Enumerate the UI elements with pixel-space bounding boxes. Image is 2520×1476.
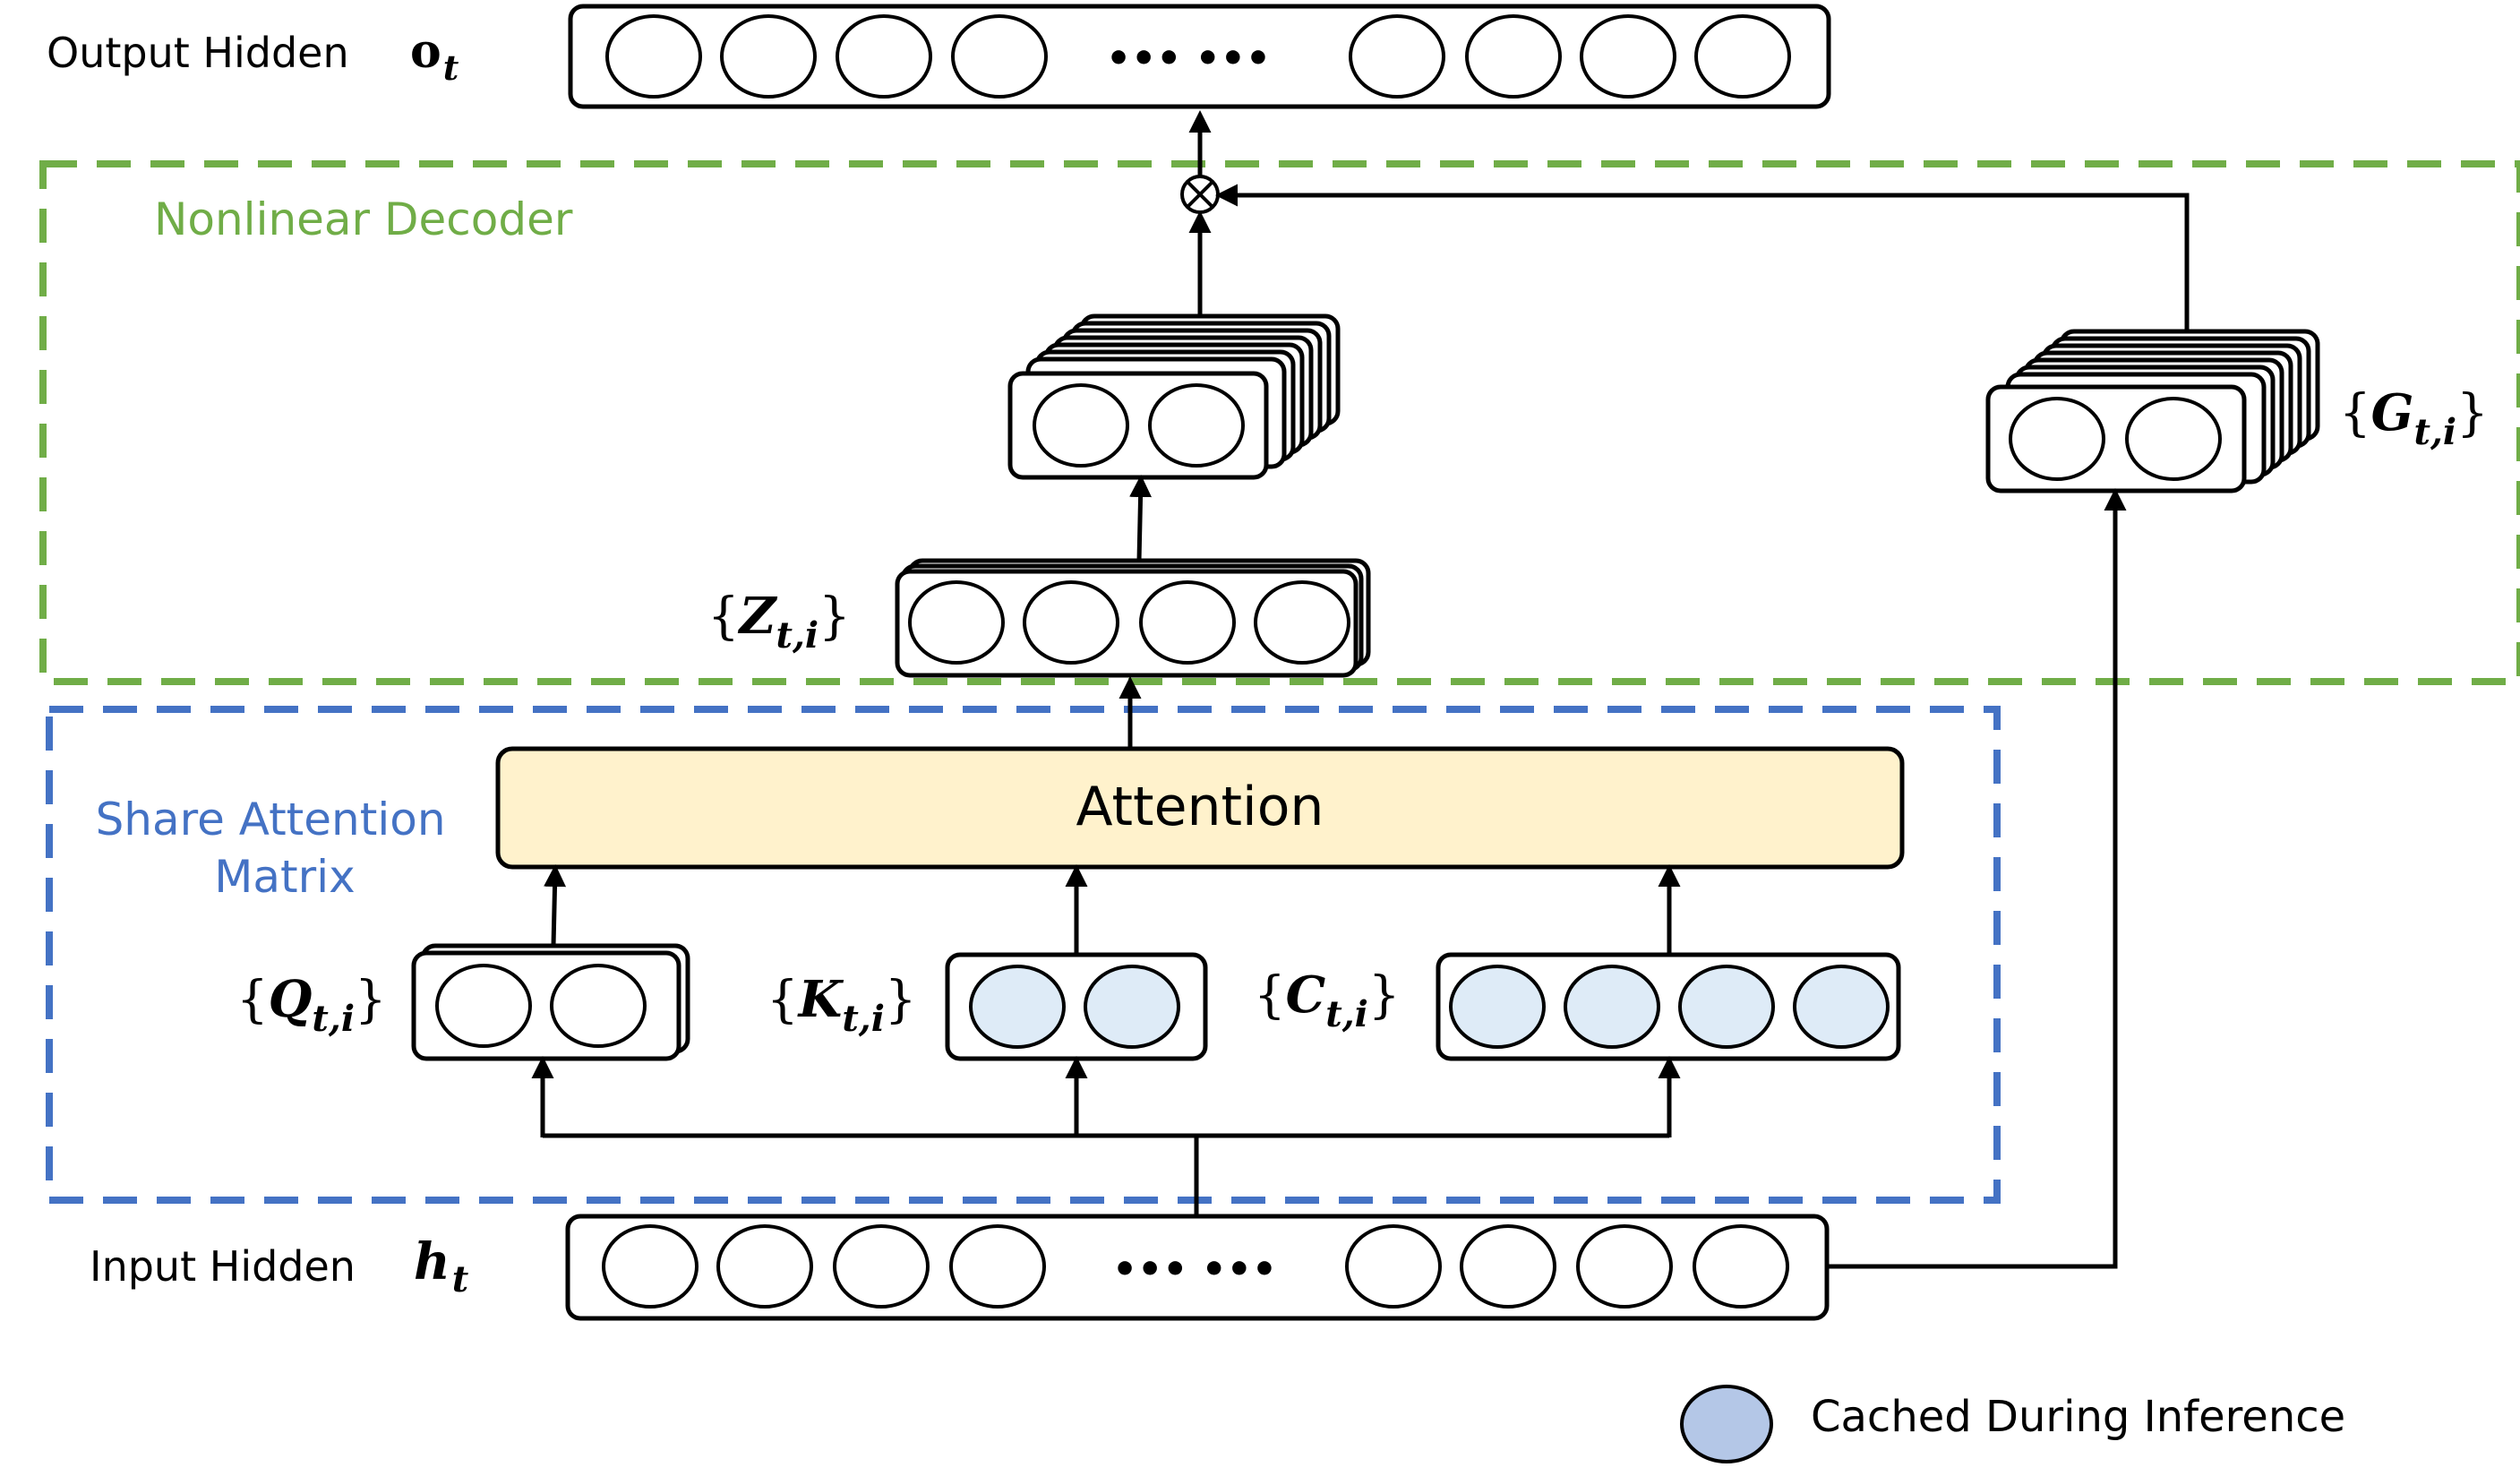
z-set-label: {Zt,i}: [707, 587, 851, 656]
arrow-g-to-mult: [1215, 184, 2190, 331]
arrow-z-to-mlp: [1129, 475, 1153, 562]
g-gate-stack: [1985, 329, 2320, 493]
share-attention-label: Share Attention Matrix: [96, 794, 460, 903]
input-ellipsis: ••• •••: [1112, 1247, 1277, 1292]
circle-times-icon: [1180, 175, 1220, 214]
z-vector-stack: [895, 558, 1371, 678]
c-vector-cached: [1436, 952, 1901, 1061]
input-branch-lines: [543, 1133, 1669, 1223]
output-hidden-vector: [568, 4, 1831, 109]
output-hidden-label: Output Hidden: [47, 29, 349, 77]
legend-cached-swatch: [1680, 1385, 1773, 1463]
input-hidden-vector: [565, 1214, 1830, 1321]
k-vector-cached: [945, 952, 1208, 1061]
nonlinear-decoder-label: Nonlinear Decoder: [154, 193, 573, 245]
decoder-mlp-stack: [1007, 313, 1341, 480]
q-set-label: {Qt,i}: [236, 970, 387, 1040]
output-hidden-symbol: ot: [410, 24, 459, 88]
nonlinear-decoder-box: [39, 160, 2520, 685]
legend-cached-label: Cached During Inference: [1811, 1392, 2345, 1442]
share-attention-box: [46, 706, 2001, 1204]
attention-block: [495, 746, 1905, 870]
output-ellipsis: ••• •••: [1106, 36, 1271, 82]
arrow-input-to-g: [1827, 488, 2127, 1269]
arrow-q-to-attention: [544, 864, 567, 947]
g-set-label: {Gt,i}: [2339, 383, 2489, 453]
q-vector-stack: [411, 943, 690, 1061]
input-hidden-symbol: ht: [414, 1232, 469, 1300]
output-hidden-text: Output Hidden: [47, 29, 349, 77]
input-hidden-label: Input Hidden: [90, 1242, 356, 1291]
k-set-label: {Kt,i}: [767, 970, 917, 1040]
c-set-label: {Ct,i}: [1254, 965, 1400, 1035]
attention-label: Attention: [1076, 776, 1324, 838]
